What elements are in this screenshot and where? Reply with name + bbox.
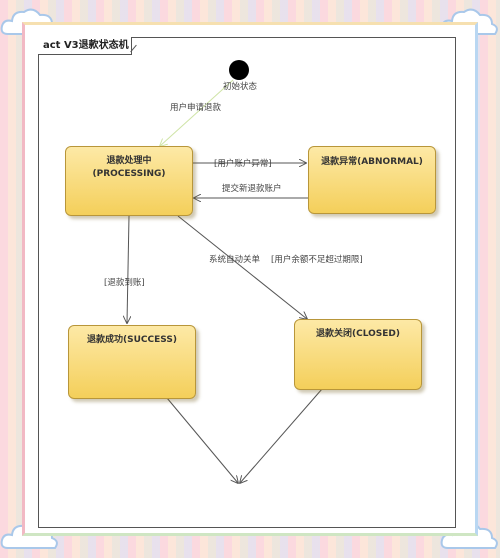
state-processing-label-en: (PROCESSING) <box>92 169 166 179</box>
state-processing: 退款处理中 (PROCESSING) <box>65 146 193 216</box>
transition-refund-arrived-line <box>127 215 129 323</box>
transition-to-abnormal-label: [用户账户异常] <box>214 159 272 169</box>
state-processing-label-cn: 退款处理中 <box>106 156 152 166</box>
transition-apply-line <box>160 79 234 146</box>
initial-node <box>229 60 249 80</box>
state-closed-label: 退款关闭(CLOSED) <box>316 329 400 339</box>
state-success: 退款成功(SUCCESS) <box>68 325 196 399</box>
state-success-label: 退款成功(SUCCESS) <box>87 335 177 345</box>
transition-apply-label: 用户申请退款 <box>170 103 222 113</box>
success-to-final-line <box>166 397 238 483</box>
transition-balance-guard-label: [用户余额不足超过期限] <box>271 255 363 265</box>
transition-auto-close-line <box>177 215 307 319</box>
state-closed: 退款关闭(CLOSED) <box>294 319 422 390</box>
diagram-title: act V3退款状态机 <box>38 37 132 55</box>
state-abnormal-label: 退款异常(ABNORMAL) <box>321 157 423 167</box>
state-abnormal: 退款异常(ABNORMAL) <box>308 146 436 214</box>
transition-resubmit-label: 提交新退款账户 <box>222 184 282 194</box>
transition-auto-close-label: 系统自动关单 <box>209 255 261 265</box>
transition-refund-arrived-label: [退款到账] <box>104 278 145 288</box>
closed-to-final-line <box>240 388 323 483</box>
initial-state-label: 初始状态 <box>223 82 258 92</box>
activity-diagram-frame <box>38 37 456 528</box>
